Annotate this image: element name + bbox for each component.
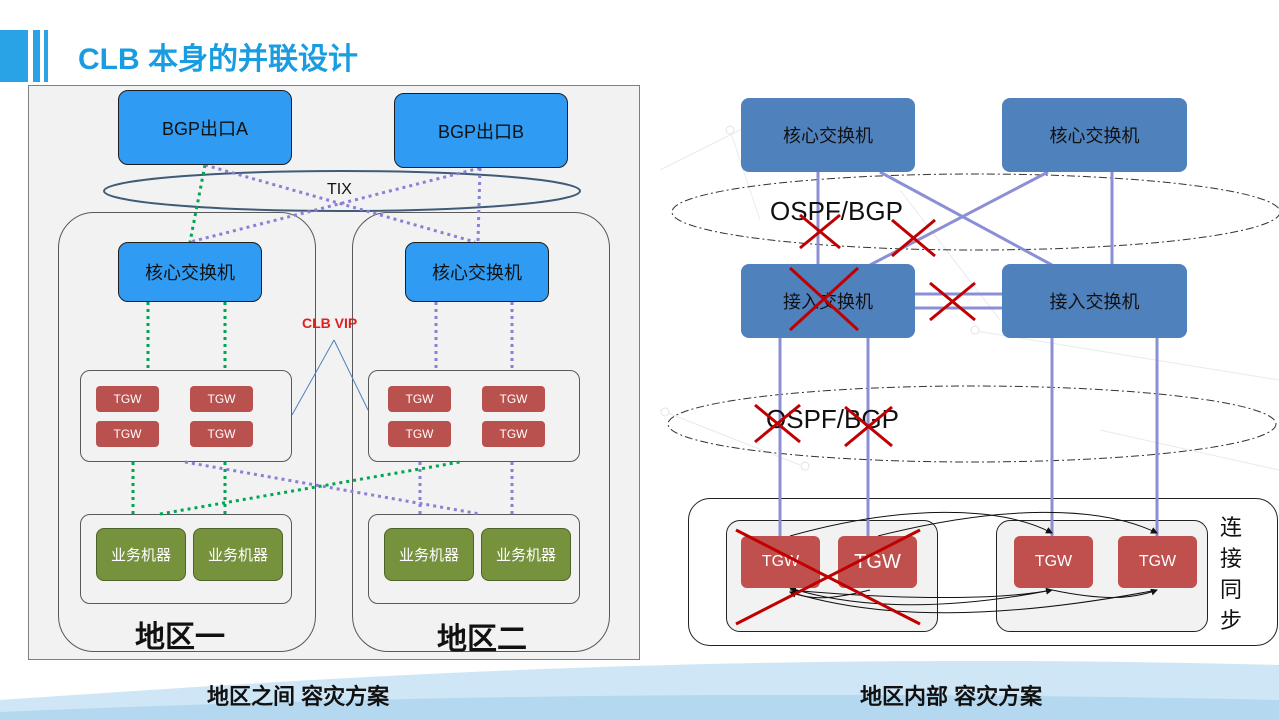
business-server: 业务机器 — [384, 528, 474, 581]
sync-label: 连 接 同 步 — [1219, 515, 1242, 633]
tgw-node: TGW — [96, 421, 159, 447]
business-server: 业务机器 — [96, 528, 186, 581]
slide-title: CLB 本身的并联设计 — [78, 43, 358, 76]
bgp-exit-a: BGP出口A — [118, 90, 292, 165]
tgw-node: TGW — [388, 421, 451, 447]
core-switch: 核心交换机 — [1002, 98, 1187, 172]
access-switch: 接入交换机 — [1002, 264, 1187, 338]
tgw-node: TGW — [838, 536, 917, 588]
title-accent-bar — [33, 30, 40, 82]
clb-vip-label: CLB VIP — [302, 315, 358, 331]
tgw-node: TGW — [1014, 536, 1093, 588]
title-accent-bar — [44, 30, 48, 82]
tgw-node: TGW — [388, 386, 451, 412]
tgw-node: TGW — [190, 421, 253, 447]
business-server: 业务机器 — [193, 528, 283, 581]
right-caption: 地区内部 容灾方案 — [860, 684, 1043, 709]
title-accent-bar — [0, 30, 28, 82]
core-switch: 核心交换机 — [741, 98, 915, 172]
tgw-node: TGW — [741, 536, 820, 588]
tgw-node: TGW — [482, 386, 545, 412]
region-two-label: 地区二 — [437, 623, 527, 656]
tgw-node: TGW — [190, 386, 253, 412]
region-one-label: 地区一 — [135, 621, 225, 654]
tgw-node: TGW — [96, 386, 159, 412]
tgw-node: TGW — [1118, 536, 1197, 588]
tix-label: TIX — [327, 181, 352, 198]
tgw-node: TGW — [482, 421, 545, 447]
bgp-exit-b: BGP出口B — [394, 93, 568, 168]
business-server: 业务机器 — [481, 528, 571, 581]
ospf-bgp-label-top: OSPF/BGP — [770, 196, 903, 226]
region-two-core-switch: 核心交换机 — [405, 242, 549, 302]
left-caption: 地区之间 容灾方案 — [207, 684, 390, 709]
region-one-core-switch: 核心交换机 — [118, 242, 262, 302]
